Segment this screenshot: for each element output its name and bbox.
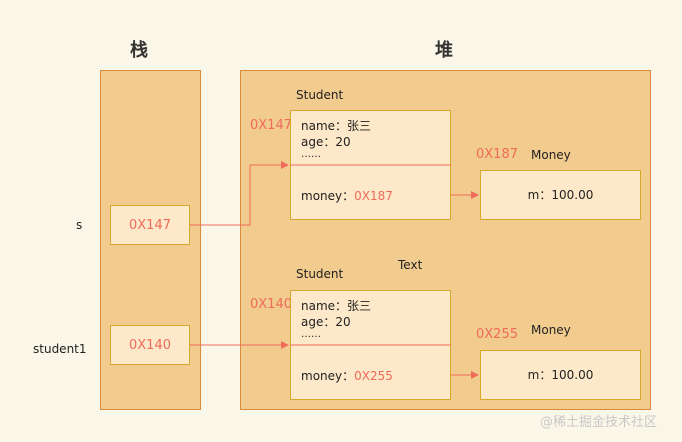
money-field-ref: 0X255 <box>354 369 393 383</box>
student-age-field: age：20 <box>301 315 351 329</box>
stack-cell-s: 0X147 <box>110 205 190 245</box>
student-address: 0X140 <box>250 297 292 312</box>
stack-var-name-s: s <box>76 218 83 232</box>
money-address: 0X255 <box>476 327 518 342</box>
stack-title: 栈 <box>130 40 148 61</box>
stack-cell-value: 0X140 <box>129 337 171 353</box>
money-address: 0X187 <box>476 147 518 162</box>
reference-arrow <box>190 161 289 226</box>
money-object-box: m：100.00 <box>480 350 641 400</box>
watermark: @稀土掘金技术社区 <box>540 415 658 430</box>
money-class-label: Money <box>531 148 571 162</box>
student-money-field: money：0X187 <box>301 188 393 204</box>
student-class-label: Student <box>296 267 344 281</box>
student-class-label: Student <box>296 88 344 102</box>
stack-cell-value: 0X147 <box>129 217 171 233</box>
money-class-label: Money <box>531 323 571 337</box>
student-ellipsis: …… <box>301 329 321 340</box>
money-value: m：100.00 <box>527 368 594 382</box>
money-field-label: money： <box>301 189 355 203</box>
money-field-label: money： <box>301 369 355 383</box>
text-label: Text <box>398 258 423 272</box>
student-age-field: age：20 <box>301 135 351 149</box>
student-name-field: name：张三 <box>301 299 372 313</box>
student-money-field: money：0X255 <box>301 368 393 384</box>
stack-var-name-student1: student1 <box>33 342 87 356</box>
money-object-box: m：100.00 <box>480 170 641 220</box>
money-value: m：100.00 <box>527 188 594 202</box>
stack-cell-student1: 0X140 <box>110 325 190 365</box>
heap-title: 堆 <box>435 40 453 61</box>
student-address: 0X147 <box>250 118 292 133</box>
student-ellipsis: …… <box>301 149 321 160</box>
student-name-field: name：张三 <box>301 119 372 133</box>
money-field-ref: 0X187 <box>354 189 393 203</box>
